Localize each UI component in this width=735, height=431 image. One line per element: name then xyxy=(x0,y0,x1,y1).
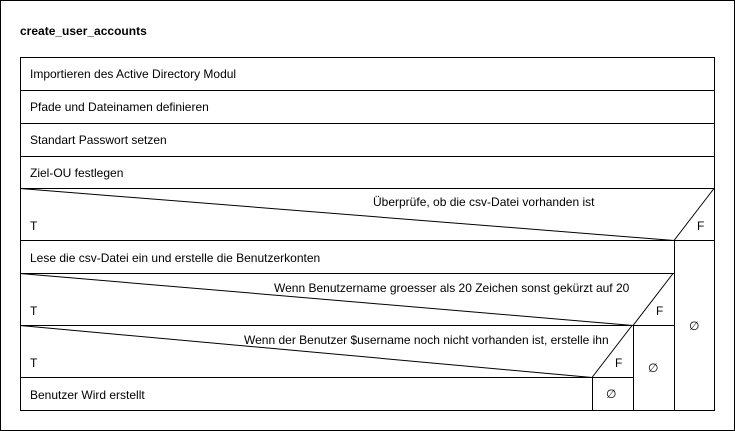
decision2-false-diagonal xyxy=(632,273,674,326)
diagram-title: create_user_accounts xyxy=(20,24,147,38)
decision3-true-label: T xyxy=(30,356,38,370)
decision1-false-diagonal xyxy=(673,188,715,241)
decision3-false-label: F xyxy=(615,356,623,370)
decision1-condition: Überprüfe, ob die csv-Datei vorhanden is… xyxy=(373,195,595,209)
statement-read-csv: Lese die csv-Datei ein und erstelle die … xyxy=(30,251,321,265)
struktogramm-border xyxy=(20,57,715,411)
decision1-empty-branch: ∅ xyxy=(689,319,700,333)
statement-import-module: Importieren des Active Directory Modul xyxy=(30,67,237,81)
decision3-empty-branch: ∅ xyxy=(606,387,617,401)
statement-set-target-ou: Ziel-OU festlegen xyxy=(30,166,124,180)
statement-define-paths: Pfade und Dateinamen definieren xyxy=(30,100,209,114)
decision2-true-label: T xyxy=(30,304,38,318)
decision2-true-diagonal xyxy=(19,273,634,326)
decision1-false-label: F xyxy=(697,219,705,233)
decision1-true-label: T xyxy=(30,219,38,233)
decision2-empty-branch: ∅ xyxy=(648,361,659,375)
decision3-condition: Wenn der Benutzer $username noch nicht v… xyxy=(244,333,609,347)
decision2-condition: Wenn Benutzername groesser als 20 Zeiche… xyxy=(274,281,630,295)
decision3-false-diagonal xyxy=(591,325,633,378)
decision3-true-diagonal xyxy=(19,325,593,378)
decision2-false-label: F xyxy=(656,304,664,318)
statement-user-created: Benutzer Wird erstellt xyxy=(30,388,145,402)
statement-set-password: Standart Passwort setzen xyxy=(30,133,167,147)
decision1-true-diagonal xyxy=(19,188,675,241)
